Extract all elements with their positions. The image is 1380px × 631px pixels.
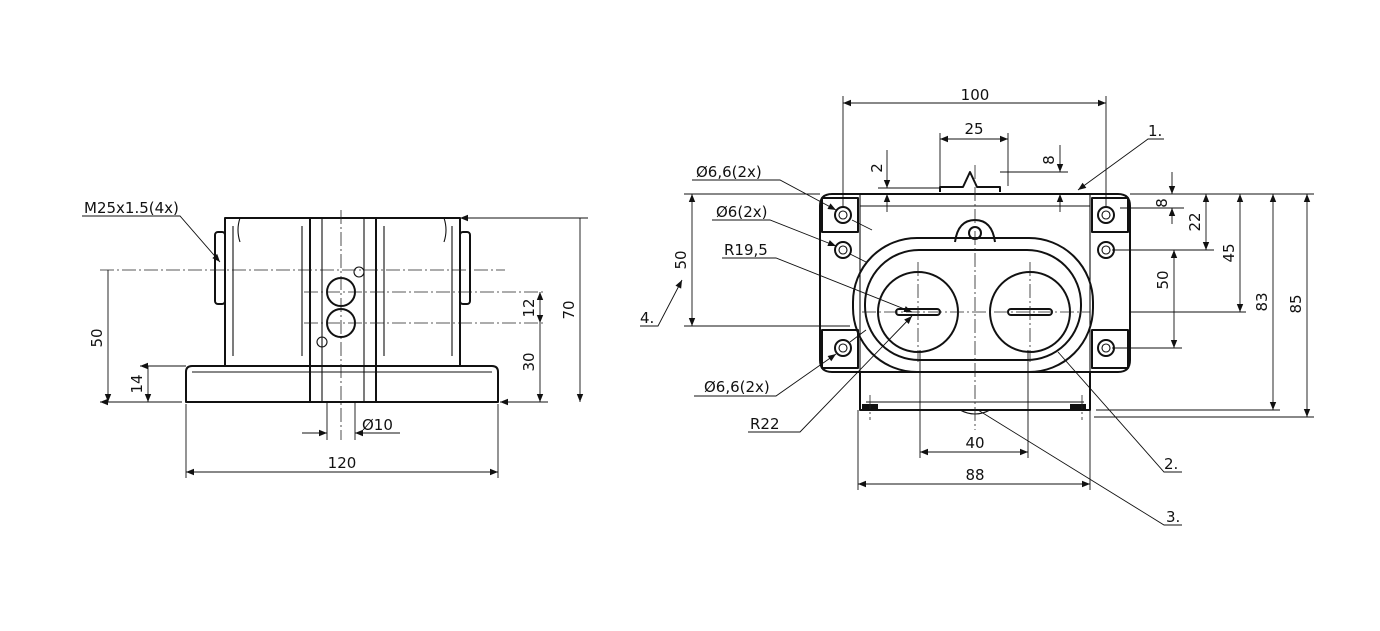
- item-3-label: 3.: [1166, 508, 1180, 526]
- front-dim-8-right: 8: [1153, 198, 1171, 208]
- side-right-gland: [459, 231, 471, 305]
- front-dim-88: 88: [965, 466, 984, 484]
- front-hole-mr: [1097, 241, 1115, 259]
- front-callout-dia66-top: Ø6,6(2x): [696, 163, 762, 181]
- front-dim-8-top: 8: [1040, 155, 1058, 165]
- side-dim-120: 120: [328, 454, 357, 472]
- front-dim-40: 40: [965, 434, 984, 452]
- side-dim-30: 30: [520, 352, 538, 371]
- front-callout-dia66-bottom: Ø6,6(2x): [704, 378, 770, 396]
- front-hole-bl: [834, 339, 852, 357]
- front-view: 100 25 2 8 8 22 50 45 83: [640, 86, 1314, 526]
- side-dim-dia10: Ø10: [362, 416, 393, 434]
- side-dim-70: 70: [560, 300, 578, 319]
- front-obround-inner: [864, 249, 1082, 361]
- front-hole-tr: [1097, 206, 1115, 224]
- item-2-label: 2.: [1164, 455, 1178, 473]
- front-dim-2: 2: [868, 163, 886, 173]
- side-dim-50: 50: [88, 328, 106, 347]
- front-hole-br: [1097, 339, 1115, 357]
- front-dim-83: 83: [1253, 292, 1271, 311]
- front-dim-100: 100: [961, 86, 990, 104]
- item-4-label: 4.: [640, 309, 654, 327]
- front-dim-50-right: 50: [1154, 270, 1172, 289]
- side-base-plate: [185, 365, 499, 403]
- front-dim-85: 85: [1287, 294, 1305, 313]
- front-hole-ml: [834, 241, 852, 259]
- side-center-block: [309, 217, 377, 403]
- front-hole-tl: [834, 206, 852, 224]
- front-dim-45: 45: [1220, 243, 1238, 262]
- side-dim-14: 14: [128, 374, 146, 393]
- front-plunger: [939, 171, 1001, 192]
- side-view: 50 14 12 30 70 Ø10 120 M25x1.5(4x): [82, 199, 588, 478]
- side-left-housing: [224, 217, 311, 366]
- side-thread-callout: M25x1.5(4x): [84, 199, 179, 217]
- front-dim-50-left: 50: [672, 250, 690, 269]
- side-dim-12: 12: [520, 298, 538, 317]
- front-callout-dia6: Ø6(2x): [716, 203, 767, 221]
- side-left-gland: [214, 231, 226, 305]
- front-callout-r195: R19,5: [724, 241, 768, 259]
- front-dim-25: 25: [964, 120, 983, 138]
- front-dim-22: 22: [1186, 212, 1204, 231]
- item-1-label: 1.: [1148, 122, 1162, 140]
- front-callout-r22: R22: [750, 415, 780, 433]
